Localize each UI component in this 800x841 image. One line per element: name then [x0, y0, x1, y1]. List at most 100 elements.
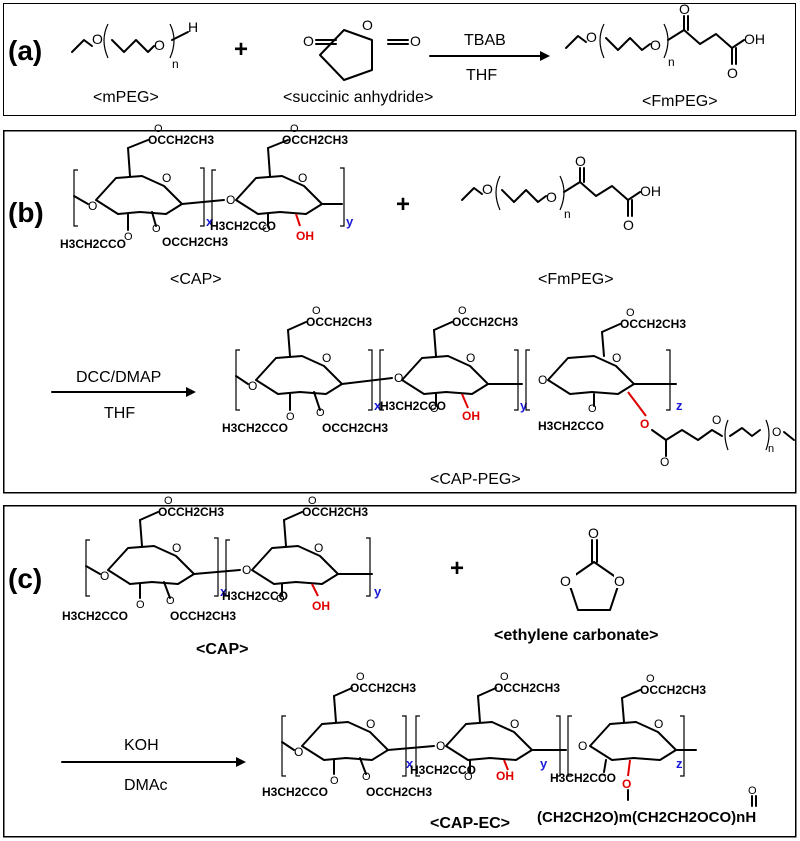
bond-line: [477, 687, 497, 697]
repeat-bracket: [85, 539, 90, 597]
cap-peg-label: <CAP-PEG>: [430, 471, 521, 488]
chem-label: x: [374, 398, 382, 413]
repeat-bracket: [225, 539, 230, 597]
bond-line: [251, 545, 339, 585]
chem-label: H3CH2CCO: [410, 763, 476, 777]
bond-line: [71, 39, 93, 53]
bond-line: [111, 39, 155, 53]
chem-label: O: [100, 569, 109, 583]
chem-label: O: [154, 123, 163, 135]
chem-label: O: [640, 417, 649, 431]
cap-ec-side-chain: (CH2CH2O)m(CH2CH2OCO)nH: [537, 809, 756, 826]
chem-label: n: [668, 55, 675, 69]
chem-label: H3CH2CCO: [222, 421, 288, 435]
chem-label: O: [248, 379, 257, 393]
bond-line: [333, 687, 353, 697]
chem-label: O: [366, 717, 375, 731]
chem-label: O: [362, 17, 373, 33]
chem-label: O: [294, 745, 303, 759]
repeat-bracket: [567, 715, 572, 777]
bond-line: [235, 175, 323, 215]
bond-line: [651, 429, 723, 441]
bond-line: [287, 321, 307, 331]
chem-label: O: [588, 403, 597, 415]
chem-label: O: [654, 717, 663, 731]
chem-label: O: [298, 171, 307, 185]
chem-label: O: [166, 595, 175, 607]
bond-line: [565, 35, 587, 49]
chem-label: O: [578, 739, 587, 753]
chem-label: O: [510, 717, 519, 731]
fmpeg-structure-a: O O n O O OH: [565, 1, 765, 81]
chem-label: OH: [496, 769, 514, 783]
chem-label: x: [220, 584, 228, 599]
chem-label: O: [286, 411, 295, 423]
chem-label: O: [464, 771, 473, 783]
catalyst-a: TBAB: [464, 32, 506, 49]
bond-line: [171, 31, 189, 41]
repeat-bracket: [281, 715, 286, 777]
mpeg-label: <mPEG>: [93, 89, 159, 106]
repeat-bracket: [556, 715, 561, 777]
repeat-bracket: [235, 349, 240, 411]
chem-label: O: [712, 413, 721, 427]
chem-label: O: [626, 307, 635, 319]
chem-label: y: [540, 756, 548, 771]
ethylene-carbonate-structure: O O O: [560, 525, 630, 611]
chem-label: O: [322, 351, 331, 365]
reagent-c: KOH: [124, 737, 159, 754]
chem-label: O: [276, 593, 285, 605]
solvent-a: THF: [466, 67, 497, 84]
chem-label: OH: [462, 409, 480, 423]
bond-line: [477, 695, 481, 723]
cap-structure-b: O OCCH2CH3 O O O H3CH2CCO O OCCH2CH3 x O…: [60, 123, 354, 251]
bond-line: [295, 213, 301, 227]
repeat-bracket: [666, 349, 671, 411]
bond-line: [627, 391, 647, 417]
bond-line: [235, 375, 249, 385]
chem-label: O: [164, 495, 173, 507]
chem-label: O: [546, 189, 557, 205]
chem-label: O: [362, 771, 371, 783]
chem-label: O: [88, 199, 97, 213]
repeat-bracket: [663, 23, 669, 59]
bond-line: [603, 759, 607, 773]
bond-line: [461, 393, 469, 409]
chem-label: O: [162, 171, 171, 185]
bond-line: [186, 387, 196, 397]
bond-line: [236, 757, 246, 767]
chem-label: O: [598, 773, 607, 785]
repeat-bracket: [514, 349, 519, 411]
chem-label: O: [482, 181, 493, 197]
repeat-bracket: [525, 349, 530, 411]
chem-label: n: [768, 443, 774, 455]
chem-label: OCCH2CH3: [494, 681, 560, 695]
bond-line: [563, 181, 641, 201]
mpeg-h: H: [188, 19, 198, 35]
bond-line: [601, 323, 621, 333]
panel-b-letter: (b): [8, 197, 44, 228]
chem-label: O: [588, 525, 599, 541]
plus-c: +: [450, 555, 464, 582]
chem-label: O: [430, 403, 439, 415]
chem-label: O: [436, 739, 445, 753]
chem-label: OCCH2CH3: [306, 315, 372, 329]
bond-line: [193, 569, 241, 575]
chem-label: O: [586, 29, 597, 45]
bond-line: [341, 377, 393, 385]
bond-line: [319, 29, 373, 81]
chem-label: O: [316, 407, 325, 419]
cap-label-b: <CAP>: [170, 271, 222, 288]
panel-a: [3, 3, 796, 116]
panel-c: [3, 505, 797, 838]
mpeg-structure: O O n H: [71, 19, 198, 71]
chem-label: O: [410, 33, 421, 49]
repeat-bracket: [211, 169, 216, 227]
chem-label: O: [458, 305, 467, 317]
repeat-bracket: [680, 715, 685, 777]
succinic-anhydride-label: <succinic anhydride>: [283, 89, 433, 106]
fmpeg-label-b: <FmPEG>: [538, 271, 614, 288]
bond-line: [359, 757, 367, 775]
chem-label: O: [152, 223, 161, 235]
